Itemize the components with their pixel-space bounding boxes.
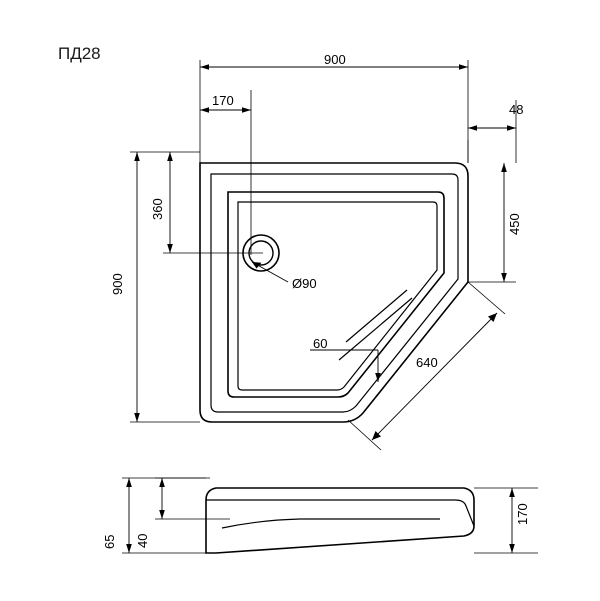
top-view-group xyxy=(130,60,517,451)
dim-label-drain-diameter: Ø90 xyxy=(292,276,317,291)
dim-line-640 xyxy=(371,312,498,441)
front-view-group xyxy=(122,477,538,554)
arrow-slot-width xyxy=(375,373,381,382)
tray-front-recess-line xyxy=(221,518,440,529)
drawing-title: ПД28 xyxy=(58,44,101,63)
dim-label-inner-height: 40 xyxy=(135,533,150,548)
arrow-48-left xyxy=(468,125,477,131)
tray-basin-inner-line xyxy=(237,201,438,391)
dim-label-overall-depth: 900 xyxy=(110,273,125,295)
arrow-360-top xyxy=(167,152,173,161)
arrow-640-top xyxy=(488,313,497,322)
arrow-900-left xyxy=(200,64,209,70)
arrow-170v-top xyxy=(509,488,515,497)
dim-label-flange-offset-left: 170 xyxy=(212,93,234,108)
arrow-900-right xyxy=(459,64,468,70)
tray-rim-line-1 xyxy=(210,173,459,413)
arrow-65-bottom xyxy=(126,544,132,553)
tray-front-profile xyxy=(205,487,475,554)
dim-label-drain-offset-top: 360 xyxy=(150,198,165,220)
arrow-40-bottom xyxy=(159,510,165,519)
dim-label-chamfer-vertical: 450 xyxy=(507,213,522,235)
dim-label-chamfer-horizontal: 48 xyxy=(509,102,524,117)
arrow-450-bottom xyxy=(501,273,507,282)
arrow-drain-diameter xyxy=(252,262,262,269)
arrow-170-left xyxy=(200,107,209,113)
tray-front-top-edge xyxy=(206,499,475,527)
arrow-360-bottom xyxy=(167,244,173,253)
tray-slot xyxy=(345,289,408,343)
ext-line-640-a xyxy=(467,281,506,315)
dim-label-chamfer-face: 640 xyxy=(416,355,438,370)
arrow-450-top xyxy=(501,163,507,172)
ext-line-640-b xyxy=(347,419,382,451)
arrow-48-right xyxy=(507,125,516,131)
arrow-40-top xyxy=(159,478,165,487)
dim-label-body-height: 65 xyxy=(102,534,117,549)
dim-label-overall-width: 900 xyxy=(324,52,346,67)
arrow-170v-bottom xyxy=(509,544,515,553)
dim-label-slot-width: 60 xyxy=(313,336,328,351)
arrow-640-bottom xyxy=(372,431,381,440)
arrow-170-right xyxy=(242,107,251,113)
dim-label-total-height: 170 xyxy=(515,503,530,525)
arrow-900v-top xyxy=(134,152,140,161)
tray-basin-outline xyxy=(227,191,445,398)
tray-outer-outline xyxy=(199,162,469,423)
arrow-900v-bottom xyxy=(134,413,140,422)
arrow-65-top xyxy=(126,478,132,487)
